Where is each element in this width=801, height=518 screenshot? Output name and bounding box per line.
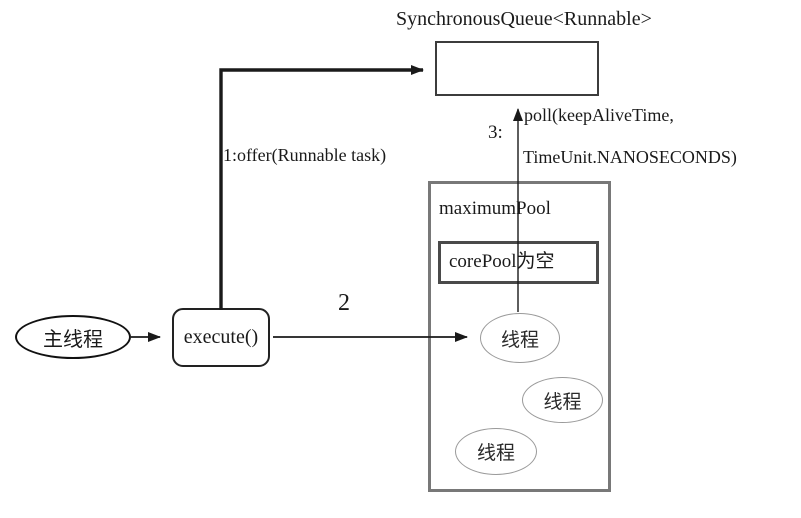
poll-label-line2: TimeUnit.NANOSECONDS) [523, 147, 737, 167]
main-thread-ellipse: 主线程 [15, 315, 131, 359]
thread-ellipse-2: 线程 [522, 377, 603, 423]
offer-step-label: 1:offer(Runnable task) [223, 145, 387, 165]
maximum-pool-label: maximumPool [439, 198, 551, 219]
core-pool-box: corePool为空 [438, 241, 599, 284]
execute-box: execute() [172, 308, 270, 367]
step3-label: 3: [488, 122, 503, 143]
thread-ellipse-3: 线程 [455, 428, 537, 475]
poll-label-line1: poll(keepAliveTime, [524, 105, 674, 125]
queue-title: SynchronousQueue<Runnable> [396, 8, 652, 30]
thread-ellipse-1: 线程 [480, 313, 560, 363]
step2-label: 2 [338, 290, 350, 316]
offer-arrow [219, 65, 424, 310]
core-pool-label: corePool为空 [449, 251, 555, 273]
synchronous-queue-box [435, 41, 599, 96]
